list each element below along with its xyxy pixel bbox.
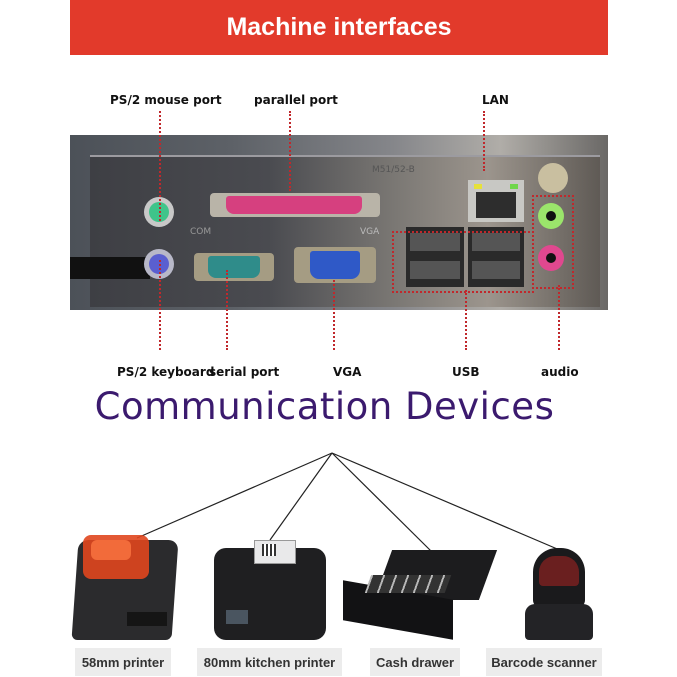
lan-port	[468, 180, 524, 222]
marking-vga: VGA	[360, 227, 380, 237]
antenna-knockout	[538, 163, 568, 193]
kitchen-printer-icon	[214, 540, 329, 640]
vga-port	[294, 247, 376, 283]
header-banner: Machine interfaces	[70, 0, 608, 55]
label-lan: LAN	[482, 93, 509, 107]
usb-ports-right	[468, 227, 524, 287]
parallel-port	[210, 193, 380, 217]
audio-highlight-box	[532, 195, 574, 289]
line-to-barcode-scanner	[331, 452, 563, 552]
device-label-80mm-kitchen-printer: 80mm kitchen printer	[197, 648, 342, 676]
line-to-58mm-printer	[136, 452, 333, 539]
callout-audio	[558, 285, 560, 350]
audio-line-out	[538, 203, 564, 229]
receipt-printer-icon	[71, 530, 179, 642]
callout-parallel	[289, 111, 291, 191]
device-label-58mm-printer: 58mm printer	[75, 648, 171, 676]
serial-port	[194, 253, 274, 281]
marking-com: COM	[190, 227, 212, 237]
label-vga: VGA	[333, 365, 362, 379]
io-back-panel: COM VGA M51/52-B	[70, 135, 608, 310]
cash-drawer-icon	[343, 550, 498, 640]
line-to-cash-drawer	[331, 452, 433, 553]
label-audio: audio	[541, 365, 579, 379]
callout-vga	[333, 280, 335, 350]
section-title: Communication Devices	[94, 385, 555, 428]
label-ps2-mouse: PS/2 mouse port	[110, 93, 222, 107]
label-serial-port: serial port	[209, 365, 280, 379]
callout-ps2-keyboard	[159, 260, 161, 350]
callout-serial	[226, 270, 228, 350]
line-to-80mm-printer	[269, 452, 333, 541]
barcode-scanner-icon	[525, 548, 595, 640]
usb-ports-left	[406, 227, 464, 287]
callout-usb	[465, 290, 467, 350]
device-label-cash-drawer: Cash drawer	[370, 648, 460, 676]
label-usb: USB	[452, 365, 480, 379]
device-label-barcode-scanner: Barcode scanner	[486, 648, 602, 676]
header-title: Machine interfaces	[226, 13, 452, 41]
label-parallel-port: parallel port	[254, 93, 338, 107]
callout-ps2-mouse	[159, 111, 161, 221]
cable	[70, 257, 150, 279]
usb-highlight-box	[392, 231, 534, 293]
callout-lan	[483, 111, 485, 171]
audio-mic-in	[538, 245, 564, 271]
label-ps2-keyboard: PS/2 keyboard	[117, 365, 215, 379]
marking-model: M51/52-B	[372, 165, 415, 175]
